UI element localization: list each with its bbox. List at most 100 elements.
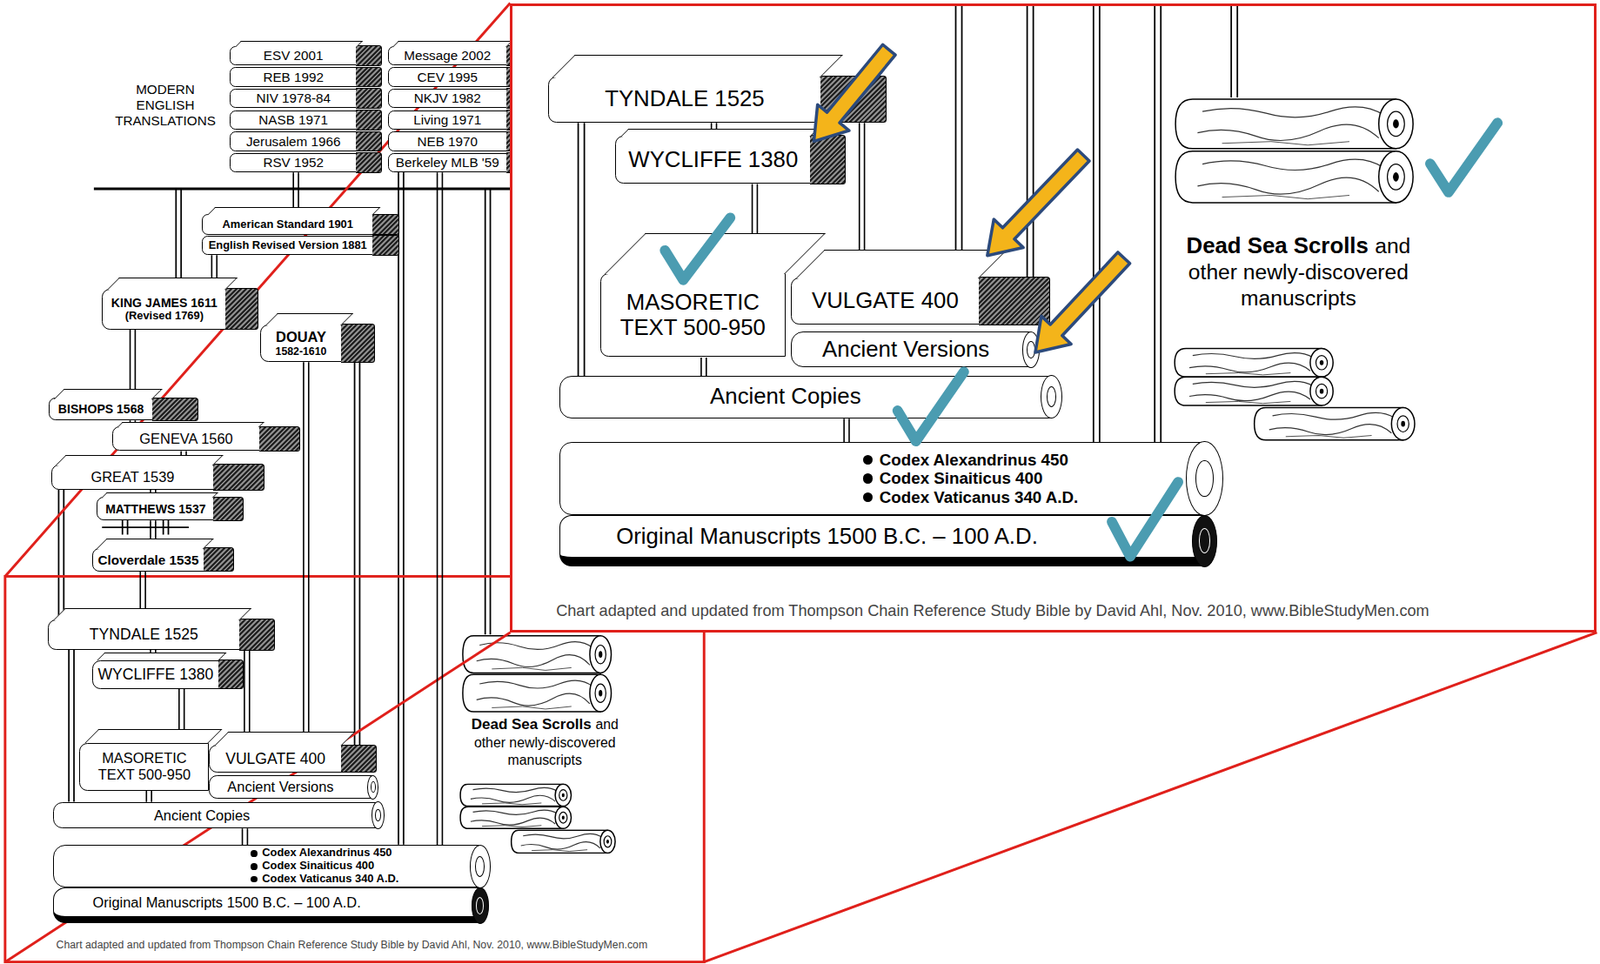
book-top [53,608,252,621]
node-text: BISHOPS 1568 [58,401,145,416]
node-text: TYNDALE 1525 [89,625,199,643]
book-top [796,249,1008,279]
connector-rail [303,361,309,745]
book-node: English Revised Version 1881 [201,235,374,255]
book-node: VULGATE 400 [790,277,980,325]
scroll-label: Dead Sea Scrolls [471,716,592,733]
node-text: TYNDALE 1525 [604,86,765,113]
rail-line [354,361,361,745]
node-text: Codex Sinaiticus 400 [261,859,375,873]
bullet-dot [250,876,258,884]
book-node: MASORETIC TEXT 500-950 [600,273,786,357]
book-top [96,538,215,549]
node-text: ESV 2001 [263,47,324,64]
book-spine [355,131,382,152]
scroll-label: Dead Sea Scrolls [1186,233,1369,258]
scroll-end [469,844,492,889]
node-text: Jerusalem 1966 [246,133,341,150]
node-text: GREAT 1539 [90,468,175,486]
zoom-lines [5,3,1598,963]
top-bar [93,187,511,190]
scroll-ring [370,781,376,793]
book-top [101,492,219,498]
scroll-picture [460,806,571,829]
node-text: VULGATE 400 [811,287,959,315]
chart-caption: Chart adapted and updated from Thompson … [56,938,649,952]
node-text: Original Manuscripts 1500 B.C. – 100 A.D… [615,523,1038,550]
book-node: TYNDALE 1525 [47,619,240,650]
node-text: WYCLIFFE 1380 [97,665,214,683]
scroll-node: Ancient Versions [790,331,1031,368]
book-spine [810,134,846,184]
book-spine [203,547,235,572]
book-node: TYNDALE 1525 [548,76,822,123]
bullet-dot [863,492,873,503]
scroll-ring [475,856,485,877]
zoom-line [5,632,511,963]
node-text: 1582-1610 [275,345,328,358]
scroll-node: Original Manuscripts 1500 B.C. – 100 A.D… [559,515,1205,567]
rail-line [956,3,963,278]
book-node: CEV 1995 [388,66,508,87]
scroll-picture [1254,407,1415,440]
scroll-end [1191,515,1218,568]
book-spine [152,397,199,422]
node-text: Cloverdale 1535 [97,552,199,569]
node-text: Original Manuscripts 1500 B.C. – 100 A.D… [93,894,362,911]
book-node: NKJV 1982 [388,88,508,108]
connector-rail [437,172,443,845]
scroll-ring [1198,528,1212,554]
book-top [552,54,843,78]
rail-line [1155,3,1162,442]
book-node: DOUAY1582-1610 [260,324,342,362]
book-spine [341,744,377,774]
codex-row: Codex Sinaiticus 400 [250,859,375,873]
bullet-dot [250,863,258,871]
book-node: WYCLIFFE 1380 [615,135,811,184]
scroll-node: Original Manuscripts 1500 B.C. – 100 A.D… [53,887,480,924]
book-node: American Standard 1901 [201,214,374,235]
pointer-arrow [972,140,1098,270]
scroll-picture [462,674,612,712]
scroll-end [367,775,379,800]
scroll-picture [1176,98,1414,148]
book-node: WYCLIFFE 1380 [92,660,221,690]
node-text: NEB 1970 [417,133,478,150]
node-text: RSV 1952 [262,154,323,171]
bullet-dot [250,850,258,857]
node-text: Living 1971 [413,112,482,128]
node-text: Codex Sinaiticus 400 [879,468,1044,489]
node-text: DOUAY [275,328,327,346]
node-text: American Standard 1901 [222,218,354,232]
connector-rail [130,329,136,399]
book-top [265,313,354,326]
book-spine [355,152,382,173]
node-text: Ancient Copies [709,383,862,410]
codex-row: Codex Sinaiticus 400 [863,468,1043,489]
scroll-node: Codex Alexandrinus 450Codex Sinaiticus 4… [53,844,480,888]
scroll-ring [1026,341,1035,359]
book-node: Cloverdale 1535 [92,548,206,572]
book-spine [978,276,1051,325]
chart-caption: Chart adapted and updated from Thompson … [555,602,1430,622]
scroll-node: Codex Alexandrinus 450Codex Sinaiticus 4… [559,441,1205,516]
book-spine [372,214,399,236]
book-spine [355,87,382,108]
zoom-line [5,3,511,577]
book-node: NASB 1971 [229,110,358,130]
book-top [620,128,819,137]
book-node: VULGATE 400 [208,744,342,773]
zoom-source-box [5,575,704,962]
scroll-picture [1176,150,1414,202]
rail-line [175,188,181,289]
book-top [84,729,223,744]
bullet-dot [863,455,873,465]
scroll-picture [1175,376,1334,406]
connector-rail [701,356,707,375]
node-text: Berkeley MLB '59 [395,154,500,171]
bullet-dot [863,473,873,483]
node-text: NIV 1978-84 [255,90,331,107]
node-text: VULGATE 400 [225,749,326,768]
scroll-picture [1175,348,1334,377]
node-text: NASB 1971 [258,112,329,128]
